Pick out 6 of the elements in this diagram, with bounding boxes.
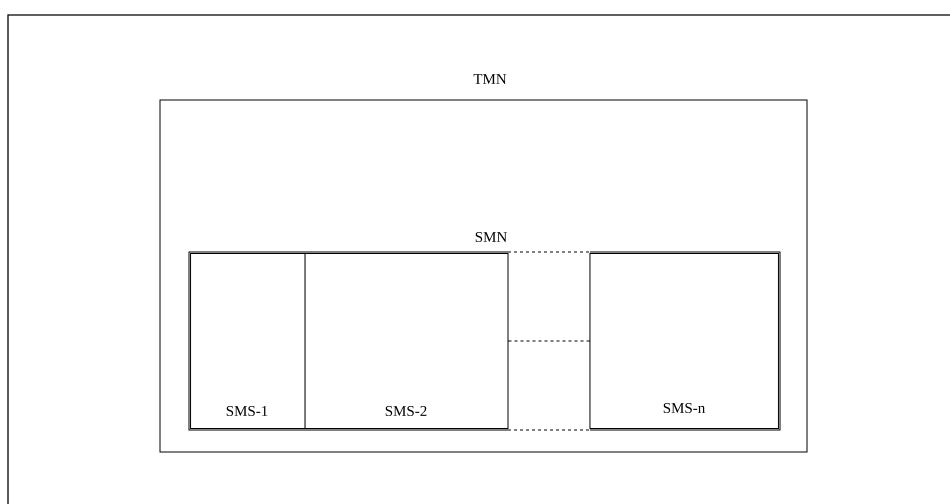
box-heading: SMS-n — [664, 402, 706, 414]
box-heading: SMS-1 — [226, 406, 268, 416]
box-heading: TMN — [474, 74, 506, 84]
box-heading: SMN — [476, 232, 507, 242]
dashed-line — [508, 340, 590, 342]
box-heading: SMS-2 — [386, 406, 426, 416]
